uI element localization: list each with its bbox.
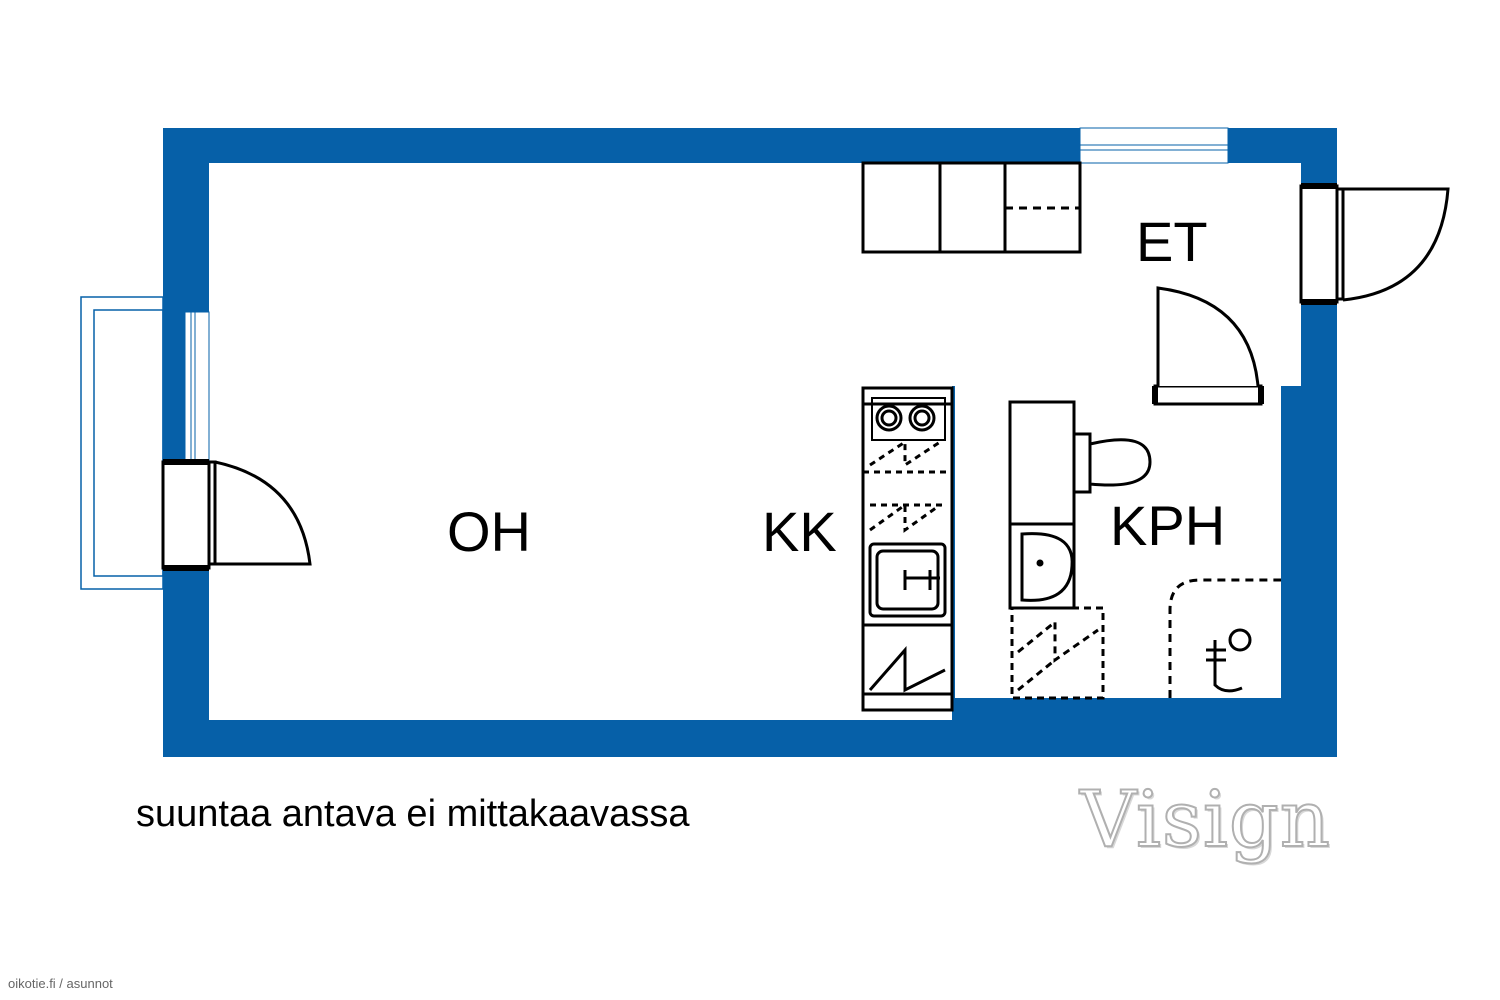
room-label-et: ET <box>1136 210 1208 273</box>
balcony <box>80 296 164 590</box>
balcony-door <box>161 459 312 571</box>
washbasin-icon <box>1020 532 1074 602</box>
toilet-icon <box>1088 438 1152 487</box>
room-label-kph: KPH <box>1110 494 1226 557</box>
brand-logo: Visign <box>1079 774 1332 866</box>
toilet-tank-icon <box>1072 432 1092 494</box>
bathroom-door <box>1152 286 1264 406</box>
room-label-kk: KK <box>762 500 837 563</box>
bathroom-fixtures <box>1008 400 1281 700</box>
window-top <box>1079 127 1229 164</box>
scale-disclaimer: suuntaa antava ei mittakaavassa <box>136 793 690 835</box>
window-left <box>184 311 210 461</box>
stove-icon <box>871 397 946 441</box>
room-label-oh: OH <box>447 500 531 563</box>
source-credit: oikotie.fi / asunnot <box>8 976 113 991</box>
shower-icon <box>1206 628 1252 693</box>
kitchenette <box>861 386 954 712</box>
entrance-door <box>1299 183 1450 305</box>
wardrobes <box>861 161 1082 254</box>
